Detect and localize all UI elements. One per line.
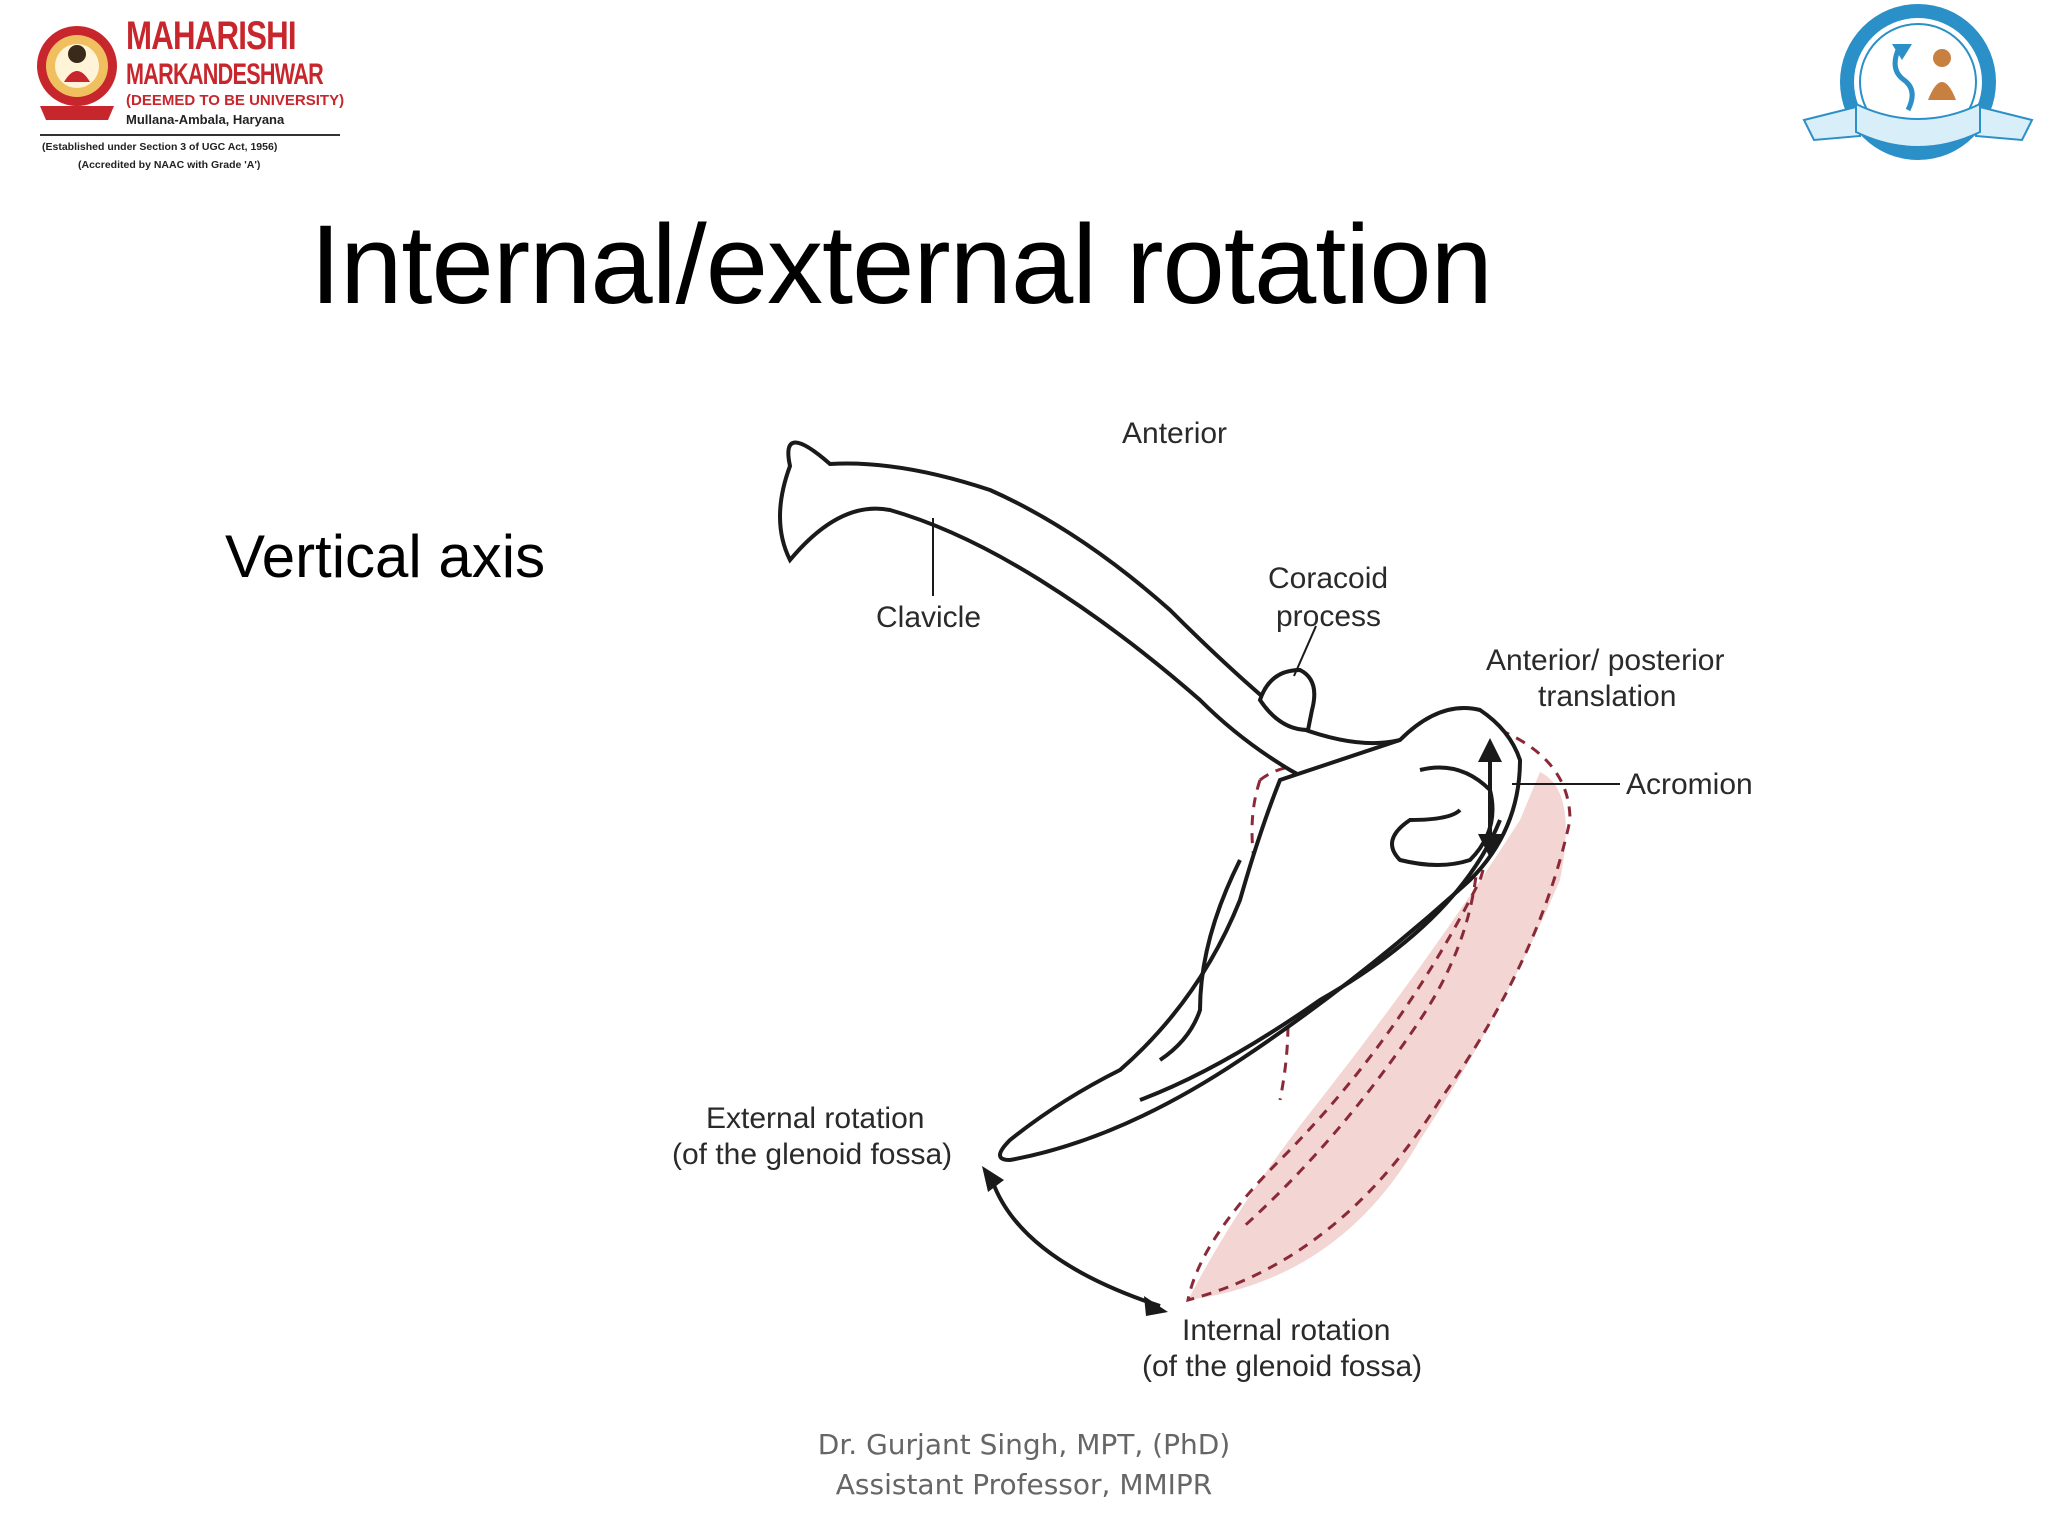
shoulder-diagram: Anterior Clavicle Coracoid process Anter… — [672, 417, 1753, 1383]
label-acromion: Acromion — [1626, 768, 1753, 801]
rotation-arrow — [982, 1166, 1168, 1316]
university-location: Mullana-Ambala, Haryana — [126, 112, 285, 127]
label-internal-line2: (of the glenoid fossa) — [1142, 1350, 1422, 1383]
label-translation-line2: translation — [1538, 680, 1676, 713]
label-coracoid-line2: process — [1276, 600, 1381, 633]
slide-title: Internal/external rotation — [310, 202, 1493, 327]
logo-divider — [40, 134, 340, 136]
label-external-line2: (of the glenoid fossa) — [672, 1138, 952, 1171]
coracoid-outline — [1257, 667, 1317, 733]
acromion-outline — [1390, 765, 1495, 867]
university-subtitle: (DEEMED TO BE UNIVERSITY) — [126, 92, 345, 109]
university-name-line2: MARKANDESHWAR — [126, 58, 324, 91]
university-emblem-icon — [37, 26, 117, 120]
footer-author: Dr. Gurjant Singh, MPT, (PhD) — [817, 1428, 1231, 1461]
axis-label: Vertical axis — [225, 523, 546, 590]
scapula-outline — [998, 706, 1523, 1163]
translation-arrow — [1478, 738, 1502, 858]
label-external-line1: External rotation — [706, 1102, 924, 1135]
scapula-spine — [1139, 819, 1502, 1102]
university-logo: MAHARISHI MARKANDESHWAR (DEEMED TO BE UN… — [30, 14, 344, 174]
glenoid-dashed — [1250, 765, 1422, 1101]
university-established: (Established under Section 3 of UGC Act,… — [42, 141, 278, 153]
label-internal-line1: Internal rotation — [1182, 1314, 1390, 1347]
university-accreditation: (Accredited by NAAC with Grade 'A') — [78, 159, 261, 171]
scapula-rotated-outline — [1186, 728, 1572, 1303]
footer-position: Assistant Professor, MMIPR — [835, 1468, 1213, 1501]
label-anterior: Anterior — [1122, 417, 1227, 450]
label-clavicle: Clavicle — [876, 601, 981, 634]
label-translation-line1: Anterior/ posterior — [1486, 644, 1724, 677]
label-coracoid-line1: Coracoid — [1268, 562, 1388, 595]
institute-seal-icon — [1802, 4, 2034, 160]
coracoid-leader — [1293, 625, 1317, 677]
university-name-line1: MAHARISHI — [126, 14, 297, 58]
